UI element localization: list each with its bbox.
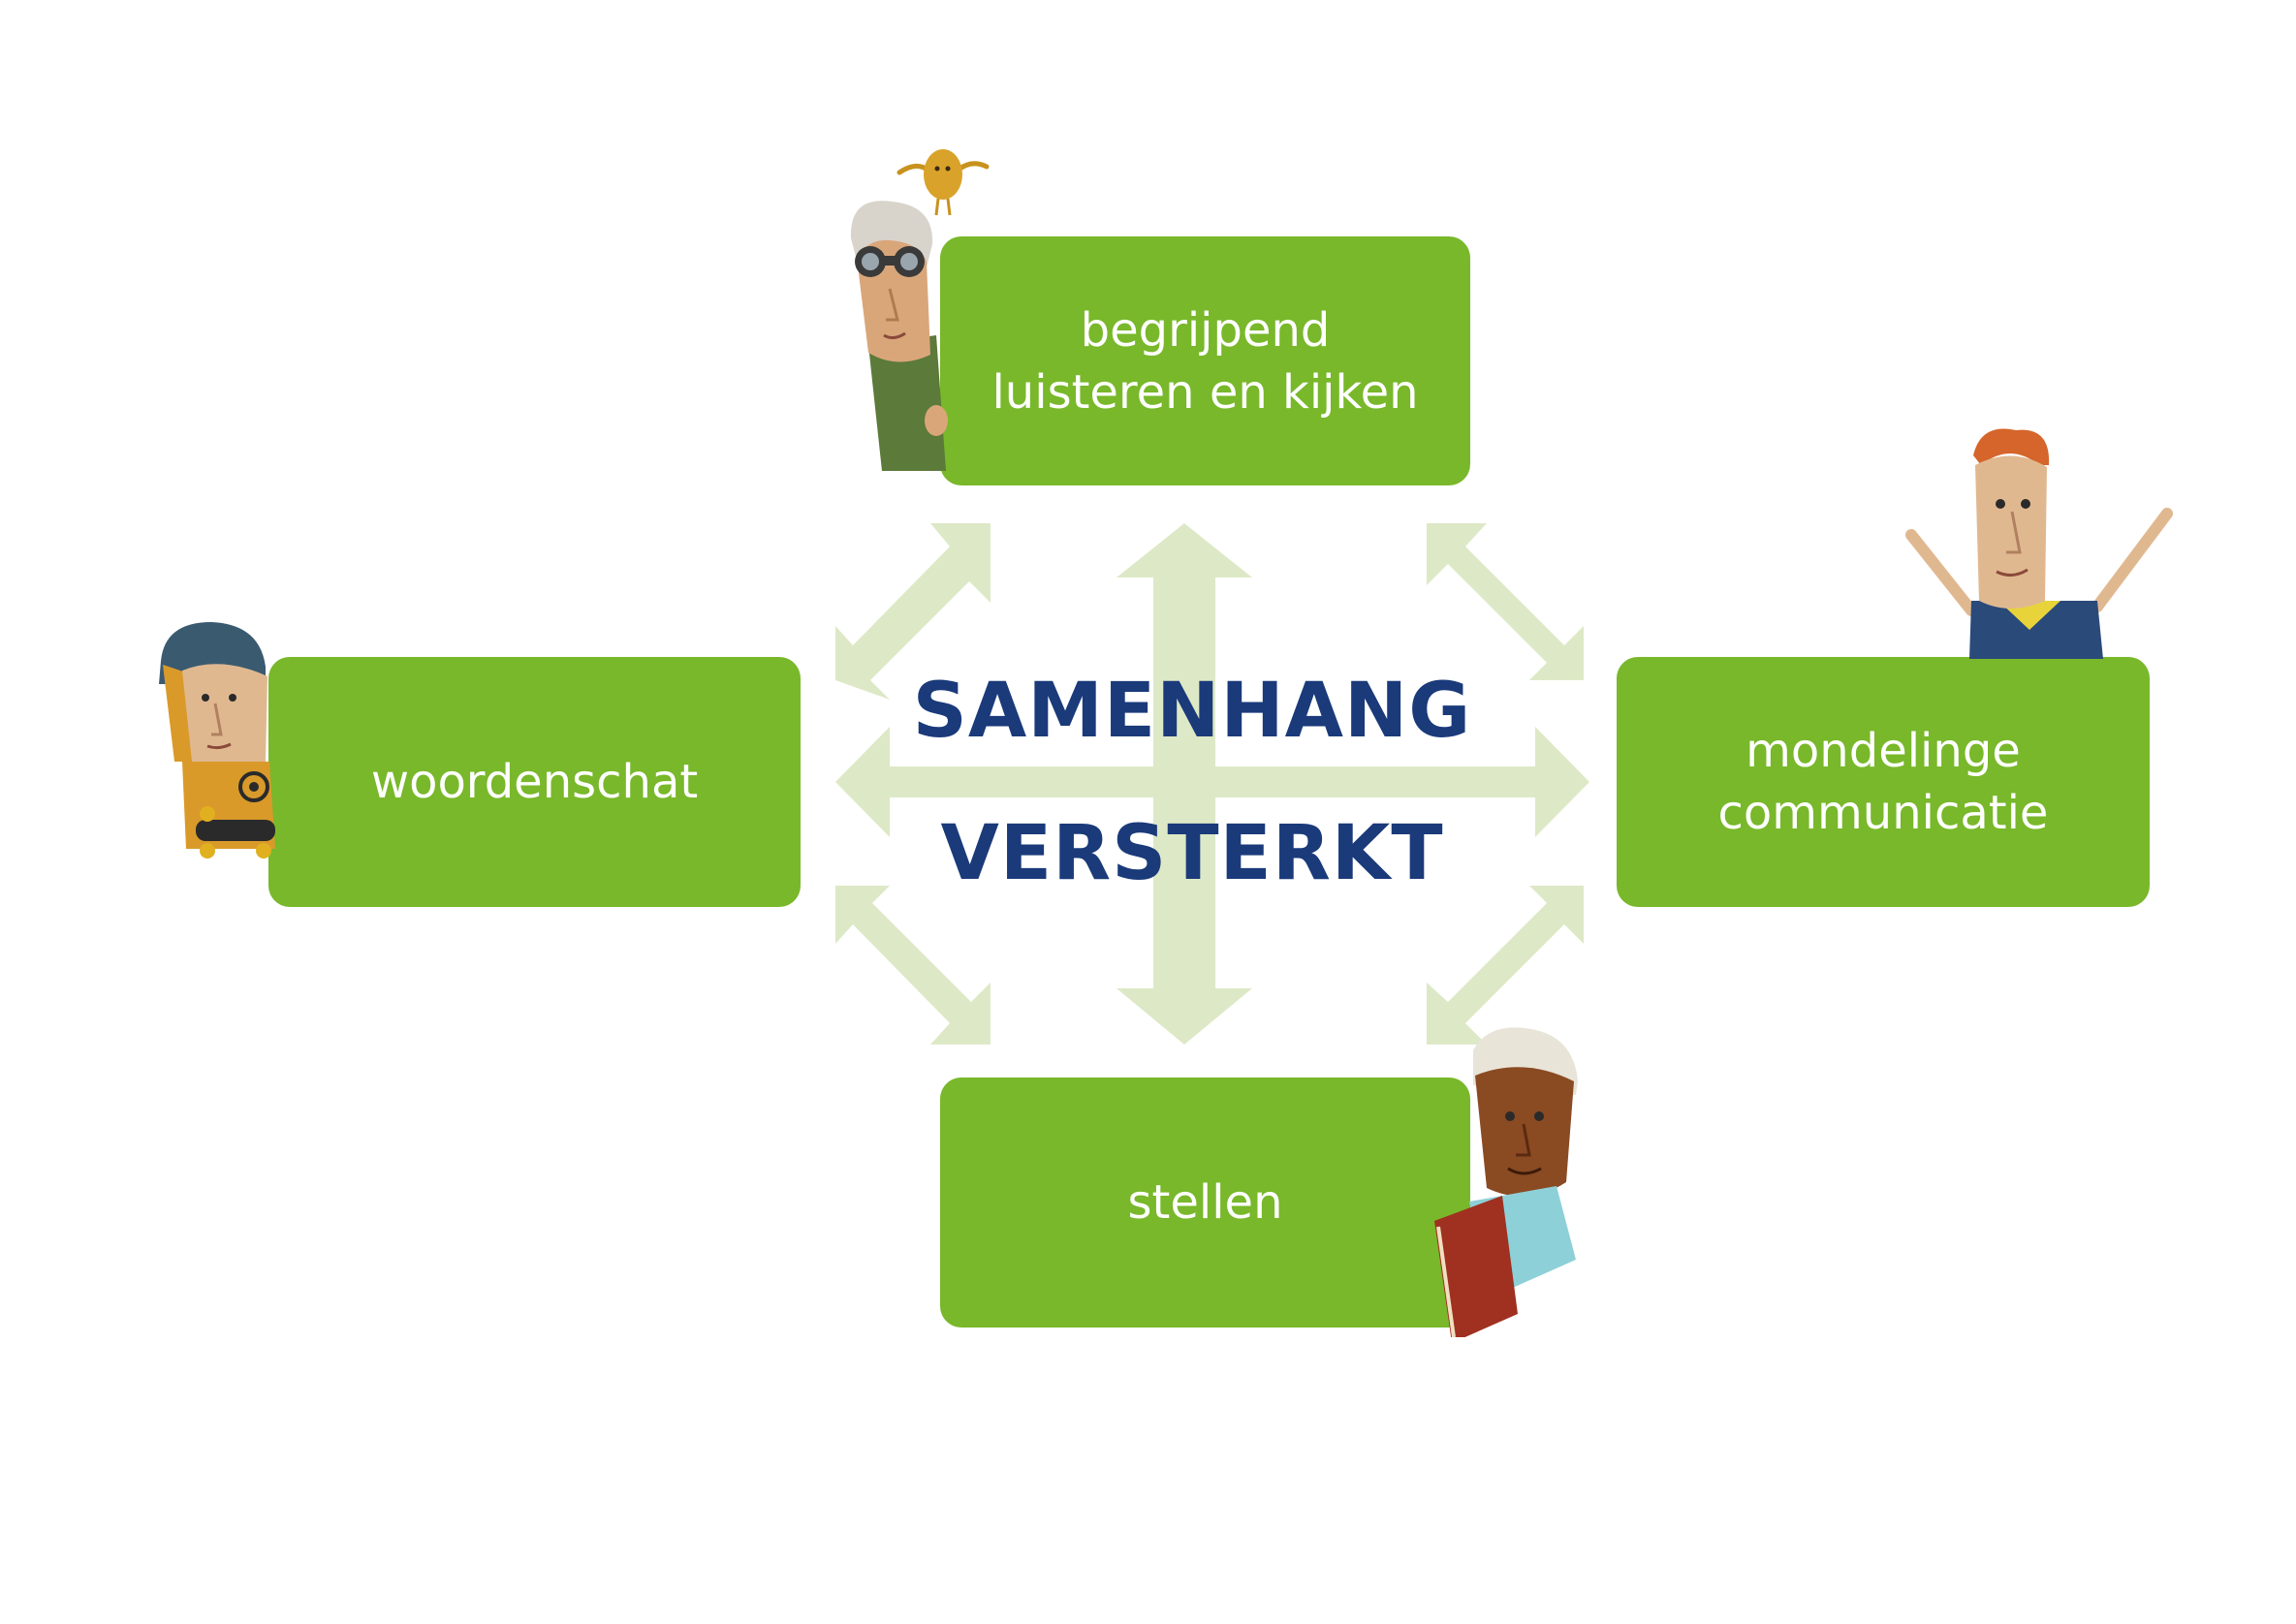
box-top-line-2: luisteren en kijken [991,364,1419,420]
arrow-horizontal [835,727,1589,837]
box-top-line-1: begrijpend [1080,302,1331,358]
yellow-bird-icon [896,149,990,216]
box-right-line-1: mondelinge [1746,724,2021,778]
box-mondelinge-communicatie: mondelinge communicatie [1617,657,2150,907]
box-begrijpend-luisteren: begrijpend luisteren en kijken [940,236,1470,485]
arrow-top-right [1427,523,1584,680]
box-left-label: woordenschat [370,755,699,809]
cheering-boy-icon [1905,428,2173,659]
box-woordenschat: woordenschat [268,657,801,907]
boy-with-book-icon [1434,1027,1578,1337]
box-right-line-2: communicatie [1717,786,2049,840]
arrow-top-left [835,523,991,700]
woman-with-binoculars-icon [850,201,948,471]
box-stellen: stellen [940,1077,1470,1327]
center-title-line-2: VERSTERKT [940,810,1444,897]
arrow-bottom-right [1427,886,1584,1045]
arrow-bottom-left [835,886,991,1045]
box-bottom-label: stellen [1127,1175,1283,1230]
center-title-line-1: SAMENHANG [912,668,1472,755]
skater-girl-icon [159,622,275,859]
